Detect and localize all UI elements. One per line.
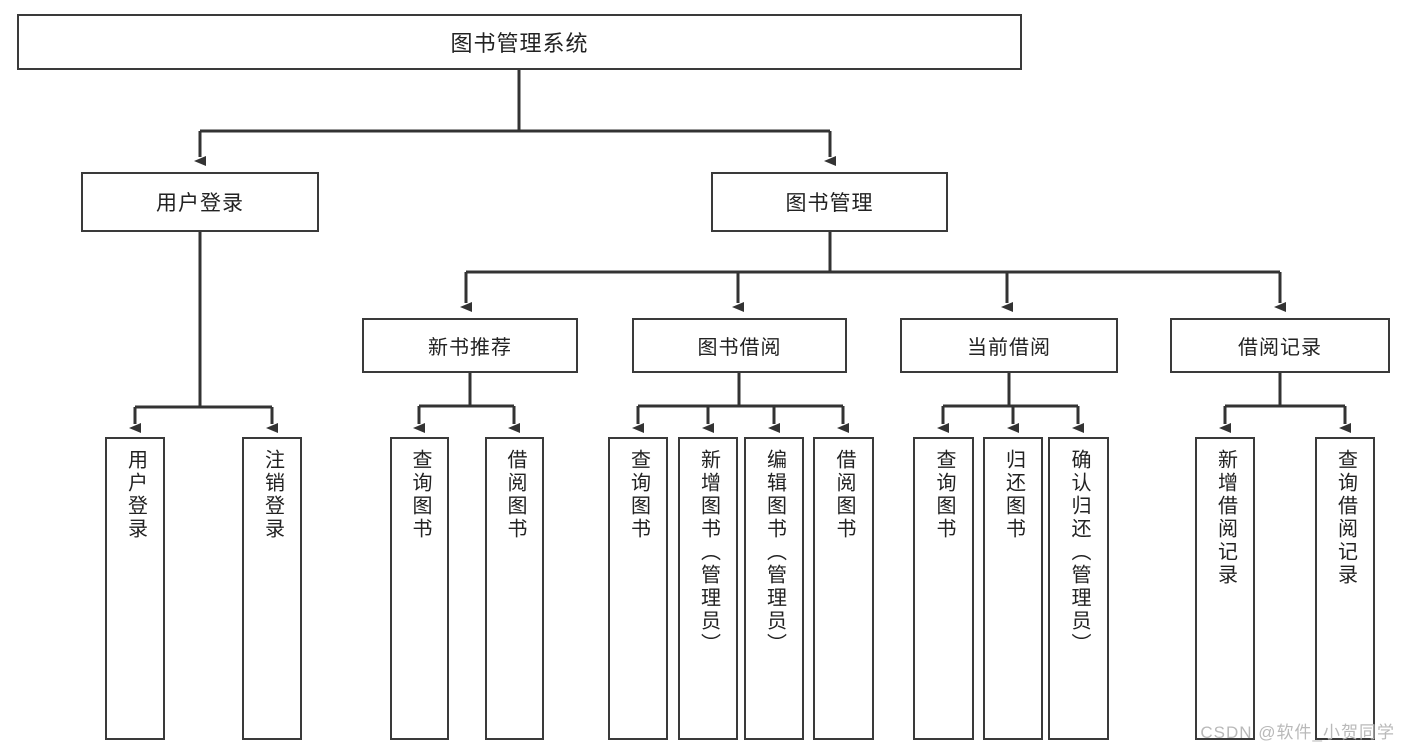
node-nbr-query-book[interactable]: 查询图书 — [390, 437, 449, 740]
node-label: 图书管理 — [785, 192, 874, 215]
node-label: 确认归还（管理员） — [1068, 449, 1090, 656]
node-label: 借阅记录 — [1238, 337, 1322, 359]
node-book-borrow[interactable]: 图书借阅 — [632, 318, 847, 373]
node-label: 借阅图书 — [833, 449, 855, 541]
node-current-borrow[interactable]: 当前借阅 — [900, 318, 1118, 373]
node-label: 注销登录 — [261, 449, 284, 541]
node-label: 编辑图书（管理员） — [763, 449, 786, 656]
node-cb-return-book[interactable]: 归还图书 — [983, 437, 1043, 740]
node-label: 借阅图书 — [504, 449, 526, 541]
node-book-management[interactable]: 图书管理 — [711, 172, 948, 232]
node-user-login-leaf[interactable]: 用户登录 — [105, 437, 165, 740]
node-cb-query-book[interactable]: 查询图书 — [913, 437, 974, 740]
node-label: 新增借阅记录 — [1214, 449, 1237, 587]
node-user-login[interactable]: 用户登录 — [81, 172, 319, 232]
node-label: 当前借阅 — [967, 337, 1051, 359]
node-label: 新书推荐 — [428, 337, 512, 359]
node-label: 查询借阅记录 — [1334, 449, 1357, 587]
node-user-logout-leaf[interactable]: 注销登录 — [242, 437, 302, 740]
node-label: 查询图书 — [409, 449, 431, 541]
node-label: 图书借阅 — [697, 337, 782, 359]
node-cb-confirm-return[interactable]: 确认归还（管理员） — [1048, 437, 1109, 740]
node-label: 查询图书 — [933, 449, 955, 541]
node-bb-query-book[interactable]: 查询图书 — [608, 437, 668, 740]
node-bb-edit-book[interactable]: 编辑图书（管理员） — [744, 437, 804, 740]
node-br-query-record[interactable]: 查询借阅记录 — [1315, 437, 1375, 740]
node-label: 用户登录 — [156, 192, 244, 215]
node-nbr-borrow-book[interactable]: 借阅图书 — [485, 437, 544, 740]
node-root-book-management-system[interactable]: 图书管理系统 — [17, 14, 1022, 70]
node-label: 图书管理系统 — [450, 31, 589, 56]
node-label: 归还图书 — [1002, 449, 1025, 541]
node-label: 查询图书 — [627, 449, 650, 541]
node-new-book-recommend[interactable]: 新书推荐 — [362, 318, 578, 373]
node-br-add-record[interactable]: 新增借阅记录 — [1195, 437, 1255, 740]
node-bb-borrow-book[interactable]: 借阅图书 — [813, 437, 874, 740]
watermark-text: CSDN @软件_小贺同学 — [1200, 723, 1395, 742]
node-label: 用户登录 — [124, 449, 147, 541]
node-bb-add-book[interactable]: 新增图书（管理员） — [678, 437, 738, 740]
node-label: 新增图书（管理员） — [697, 449, 720, 656]
node-borrow-record[interactable]: 借阅记录 — [1170, 318, 1390, 373]
